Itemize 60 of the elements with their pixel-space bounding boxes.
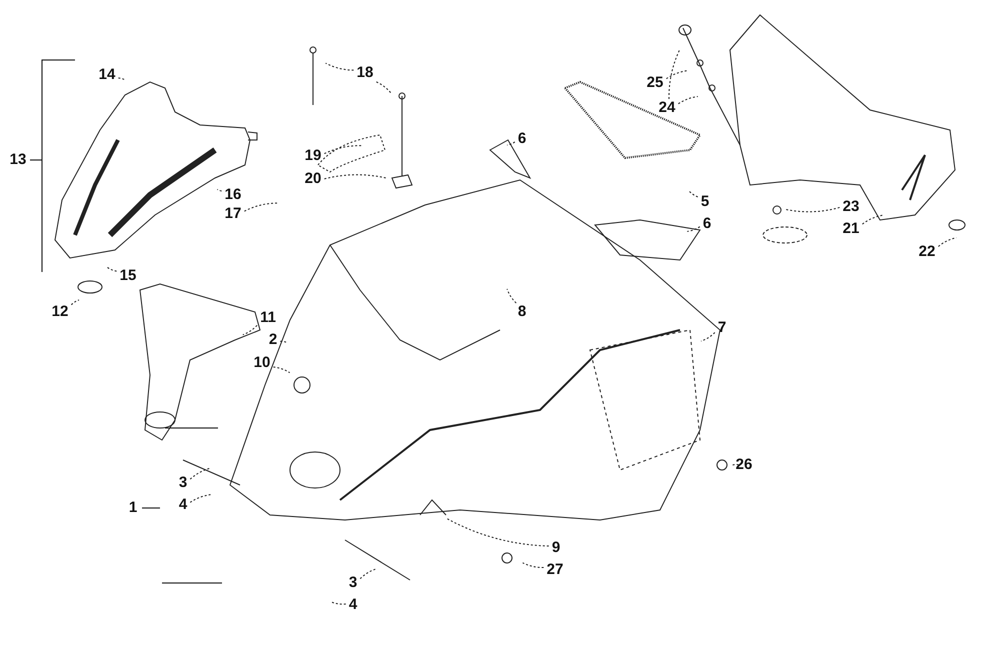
callout-number: 22: [918, 244, 936, 260]
leader-line: [280, 340, 288, 344]
leader-line: [678, 96, 698, 104]
leader-line: [446, 518, 550, 547]
callout-number: 6: [516, 131, 528, 147]
callout-number: 10: [252, 355, 272, 371]
leader-line: [118, 78, 125, 80]
callout-number: 11: [259, 310, 277, 326]
callout-number: 6: [702, 216, 712, 232]
leader-line: [666, 70, 688, 80]
leader-line: [522, 562, 544, 568]
callout-number: 23: [842, 199, 860, 215]
leader-line: [330, 601, 346, 605]
leader-line: [244, 202, 278, 212]
leader-line: [106, 266, 118, 272]
callout-number: 3: [178, 475, 188, 491]
callout-number: 25: [646, 75, 664, 91]
leader-line: [190, 468, 212, 480]
leader-line: [786, 206, 840, 212]
leader-line: [506, 288, 517, 304]
leader-line: [360, 568, 378, 580]
leader-line: [272, 366, 290, 374]
callout-number: 24: [658, 100, 676, 116]
callout-number: 17: [224, 206, 242, 222]
leader-line: [70, 299, 80, 306]
callout-number: 1: [128, 500, 138, 516]
callout-number: 3: [348, 575, 358, 591]
callout-number: 19: [304, 148, 322, 164]
callout-number: 7: [716, 320, 728, 336]
leader-line: [325, 62, 354, 71]
leader-line: [732, 464, 740, 466]
callout-number: 4: [178, 497, 188, 513]
callout-number: 15: [118, 268, 138, 284]
callout-number: 21: [842, 221, 860, 237]
callout-number: 27: [546, 562, 564, 578]
leader-line: [700, 332, 716, 342]
leader-line: [938, 237, 957, 247]
callout-number: 5: [700, 194, 710, 210]
leader-line: [324, 174, 388, 180]
callout-number: 12: [50, 304, 70, 320]
leader-line: [668, 48, 681, 100]
leader-line: [688, 190, 698, 198]
callout-number: 8: [516, 304, 528, 320]
leader-line: [686, 226, 700, 232]
leader-line: [506, 141, 516, 146]
leader-line: [376, 81, 392, 94]
callout-number: 13: [8, 152, 28, 168]
callout-number: 2: [268, 332, 278, 348]
callout-number: 14: [98, 67, 116, 83]
leader-line: [242, 324, 258, 336]
callout-number: 4: [348, 597, 358, 613]
callout-number: 9: [550, 540, 562, 556]
callout-number: 20: [304, 171, 322, 187]
leader-line: [324, 145, 363, 154]
leader-line: [216, 188, 222, 192]
callout-number: 26: [734, 457, 754, 473]
leader-line: [862, 214, 884, 225]
callout-number: 16: [224, 187, 242, 203]
leader-line: [190, 494, 212, 503]
callout-number: 18: [356, 65, 374, 81]
